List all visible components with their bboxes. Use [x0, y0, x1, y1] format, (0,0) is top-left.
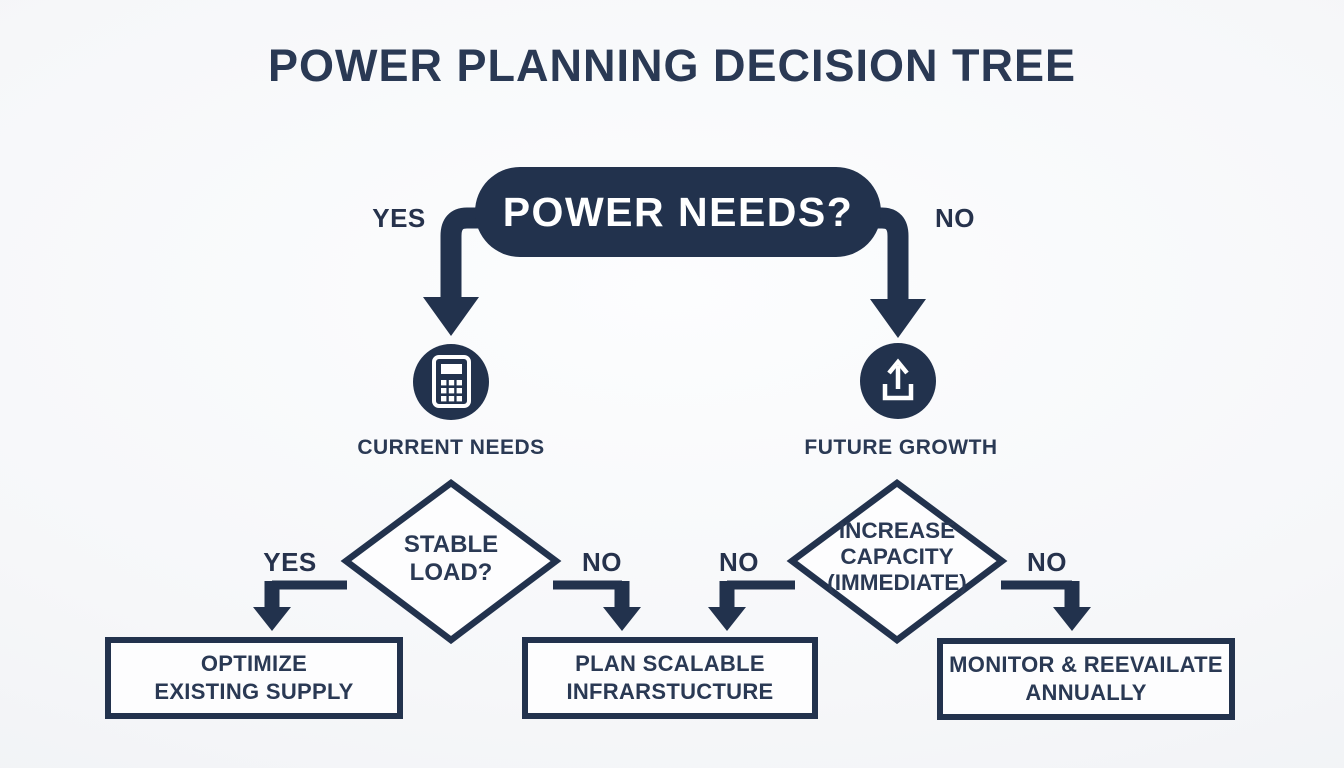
increase-capacity-question: INCREASE CAPACITY (IMMEDIATE): [827, 518, 967, 596]
current-needs-label: CURRENT NEEDS: [357, 436, 545, 459]
root-yes-arrow: [423, 207, 502, 336]
page-title: POWER PLANNING DECISION TREE: [267, 40, 1077, 91]
root-no-arrow: [852, 207, 926, 338]
upload-icon: [860, 343, 936, 419]
stable-load-yes-arrow: [253, 580, 347, 631]
increase-capacity-no-right-arrow: [1001, 580, 1091, 631]
stable-load-yes-label: YES: [263, 547, 317, 577]
stable-load-no-arrow: [553, 580, 641, 631]
root-no-label: NO: [935, 203, 975, 233]
outcome-optimize-existing-supply: OPTIMIZE EXISTING SUPPLY: [105, 637, 403, 719]
root-node-power-needs: POWER NEEDS?: [475, 167, 881, 257]
calculator-icon: [413, 344, 489, 420]
outcome-plan-scalable-infrastructure: PLAN SCALABLE INFRARSTUCTURE: [522, 637, 818, 719]
stable-load-no-label: NO: [582, 547, 622, 577]
root-yes-label: YES: [372, 203, 426, 233]
increase-capacity-no-right-label: NO: [1027, 547, 1067, 577]
increase-capacity-diamond: [786, 478, 1008, 645]
outcome-monitor-reevaluate-annually: MONITOR & REEVAILATE ANNUALLY: [937, 638, 1235, 720]
stable-load-question: STABLE LOAD?: [403, 531, 499, 587]
increase-capacity-no-left-arrow: [708, 580, 795, 631]
future-growth-label: FUTURE GROWTH: [804, 436, 998, 459]
stable-load-diamond: [340, 478, 562, 645]
increase-capacity-no-left-label: NO: [719, 547, 759, 577]
